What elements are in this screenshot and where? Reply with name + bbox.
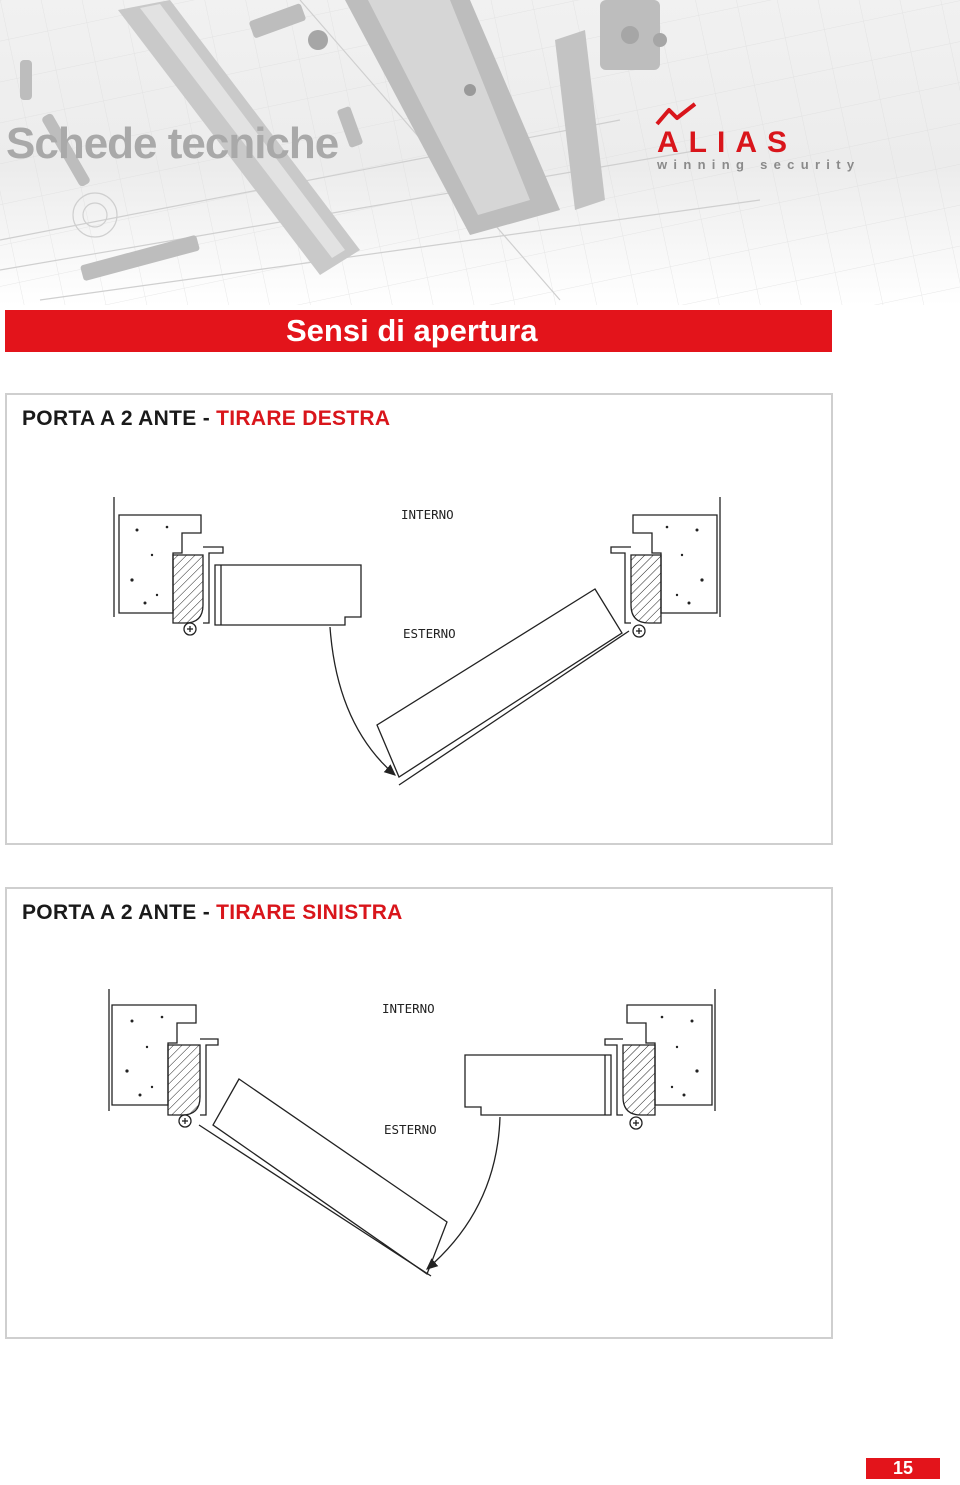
wall-left (111, 1004, 197, 1106)
wall-right (626, 1004, 713, 1106)
door-diagram-destra: INTERNO ESTERNO (113, 497, 721, 786)
swing-arc-arrow (426, 1116, 501, 1270)
hinge-right (632, 624, 646, 638)
wall-left (118, 514, 202, 614)
label-esterno: ESTERNO (384, 1122, 437, 1137)
hardware-background-image (0, 0, 960, 305)
jamb-left (172, 554, 204, 624)
logo-swoosh-icon (655, 102, 697, 126)
heading-accent: TIRARE SINISTRA (216, 901, 403, 924)
hinge-right (629, 1116, 643, 1130)
heading-main: PORTA A 2 ANTE (22, 901, 197, 924)
jamb-right (622, 1044, 656, 1116)
panel-tirare-sinistra: PORTA A 2 ANTE - TIRARE SINISTRA (5, 887, 833, 1339)
heading-separator: - (202, 901, 210, 924)
jamb-left (167, 1044, 201, 1116)
panel-tirare-destra: PORTA A 2 ANTE - TIRARE DESTRA (5, 393, 833, 845)
label-esterno: ESTERNO (403, 626, 456, 641)
heading-main: PORTA A 2 ANTE (22, 407, 197, 430)
logo-wordmark: ALIAS (657, 126, 797, 159)
hinge-left (183, 622, 197, 636)
page-number: 15 (866, 1458, 940, 1479)
section-header-bar: Sensi di apertura (5, 310, 832, 352)
document-title: Schede tecniche (6, 119, 339, 168)
alias-logo: ALIAS winning security (655, 100, 854, 180)
door-leaf-closed (464, 1054, 612, 1116)
logo-tagline: winning security (657, 157, 861, 172)
door-leaf-closed (214, 564, 362, 626)
swing-arc-arrow (329, 626, 396, 776)
heading-accent: TIRARE DESTRA (216, 407, 391, 430)
wall-right (632, 514, 718, 614)
jamb-right (630, 554, 662, 624)
label-interno: INTERNO (382, 1001, 435, 1016)
header-banner: Schede tecniche ALIAS winning security (0, 0, 960, 305)
hinge-left (178, 1114, 192, 1128)
door-leaf-open (212, 1078, 448, 1276)
section-title: Sensi di apertura (286, 313, 538, 348)
door-leaf-open (376, 588, 623, 778)
door-diagram-sinistra: INTERNO ESTERNO (108, 989, 716, 1277)
panel-heading: PORTA A 2 ANTE - TIRARE SINISTRA (22, 901, 403, 924)
heading-separator: - (202, 407, 210, 430)
label-interno: INTERNO (401, 507, 454, 522)
panel-heading: PORTA A 2 ANTE - TIRARE DESTRA (22, 407, 390, 430)
